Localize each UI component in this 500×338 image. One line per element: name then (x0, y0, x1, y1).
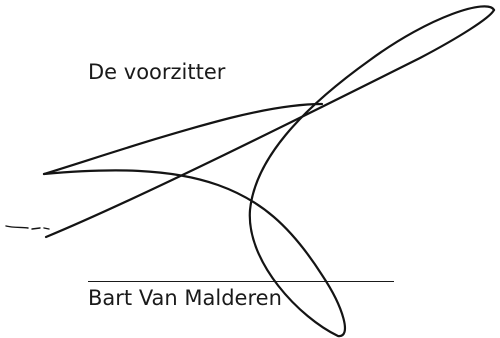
signature-tick-stroke (5, 225, 50, 230)
signature-upper-stroke (42, 102, 324, 176)
signatory-role-label: De voorzitter (88, 60, 226, 84)
signer-name: Bart Van Malderen (88, 286, 282, 310)
signature-line (88, 281, 394, 282)
signature-diagonal-stroke (44, 8, 496, 239)
